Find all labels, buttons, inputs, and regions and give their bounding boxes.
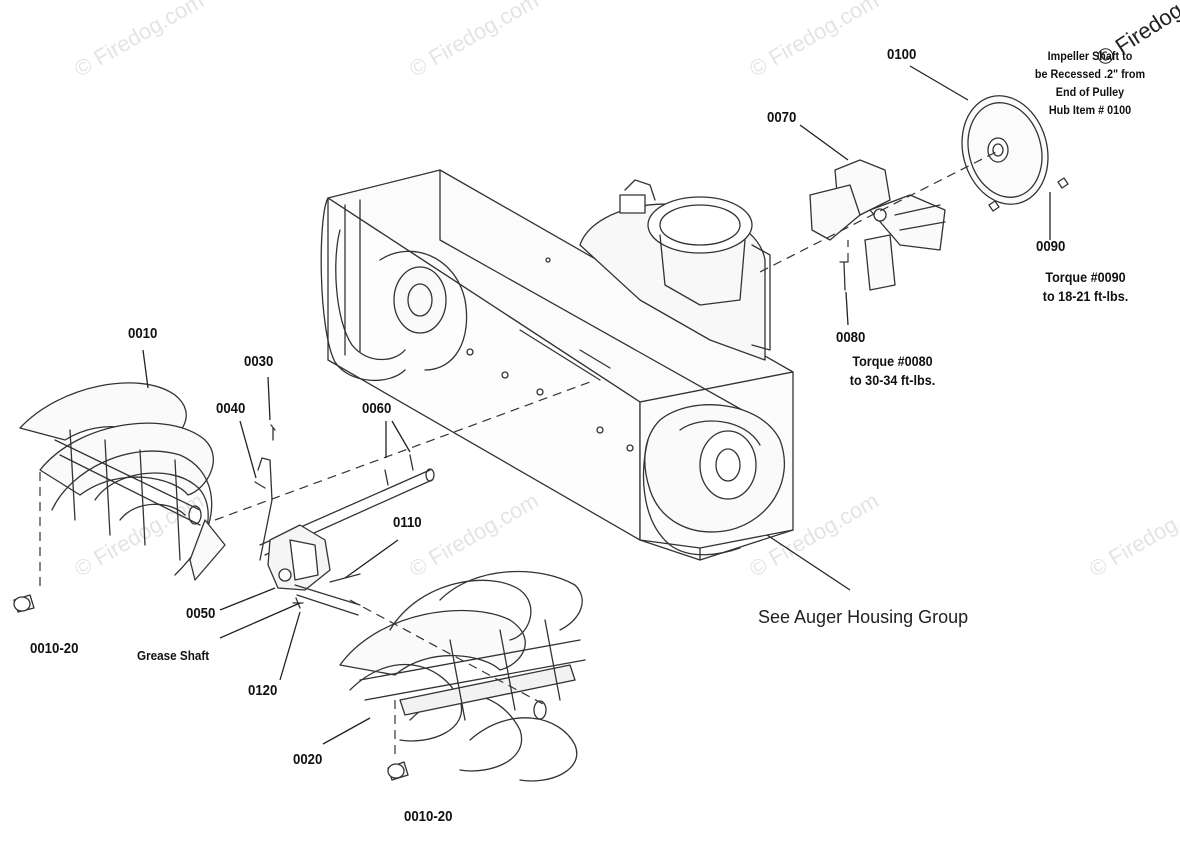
torque-0090-note: Torque #0090 to 18-21 ft-lbs. (1025, 268, 1147, 306)
part-label-0010: 0010 (128, 325, 158, 342)
part-label-0010-20-right: 0010-20 (404, 808, 453, 825)
assembly-lines (40, 150, 1000, 760)
grease-shaft-note: Grease Shaft (137, 648, 210, 663)
impeller (810, 160, 945, 290)
impeller-note-line2: be Recessed .2" from (1034, 67, 1146, 81)
torque-0080-line1: Torque #0080 (852, 353, 933, 369)
auger-housing (321, 170, 793, 560)
auger-housing-reference: See Auger Housing Group (758, 607, 969, 627)
part-label-0080: 0080 (836, 329, 866, 346)
part-label-0060: 0060 (362, 400, 392, 417)
part-label-0110: 0110 (393, 514, 422, 531)
part-label-0090: 0090 (1036, 238, 1066, 255)
gearbox-assembly (260, 469, 434, 615)
part-label-0070: 0070 (767, 109, 797, 126)
impeller-note-line3: End of Pulley (1055, 85, 1125, 99)
part-label-0050: 0050 (186, 605, 216, 622)
torque-0080-line2: to 30-34 ft-lbs. (849, 372, 936, 388)
part-label-0030: 0030 (244, 353, 274, 370)
impeller-note-line1: Impeller Shaft to (1047, 49, 1133, 63)
pulley (950, 86, 1068, 214)
part-label-0100: 0100 (887, 46, 917, 63)
torque-0090-line1: Torque #0090 (1045, 269, 1126, 285)
impeller-note-line4: Hub Item # 0100 (1048, 103, 1132, 117)
impeller-recess-note: Impeller Shaft to be Recessed .2" from E… (1018, 47, 1162, 119)
part-label-0120: 0120 (248, 682, 278, 699)
part-label-0040: 0040 (216, 400, 246, 417)
part-label-0010-20-left: 0010-20 (30, 640, 79, 657)
left-auger (20, 383, 225, 580)
part-label-0020: 0020 (293, 751, 323, 768)
hardware (14, 262, 848, 780)
torque-0080-note: Torque #0080 to 30-34 ft-lbs. (832, 352, 954, 390)
leader-lines (143, 66, 1050, 744)
torque-0090-line2: to 18-21 ft-lbs. (1042, 288, 1129, 304)
right-auger (340, 571, 585, 780)
